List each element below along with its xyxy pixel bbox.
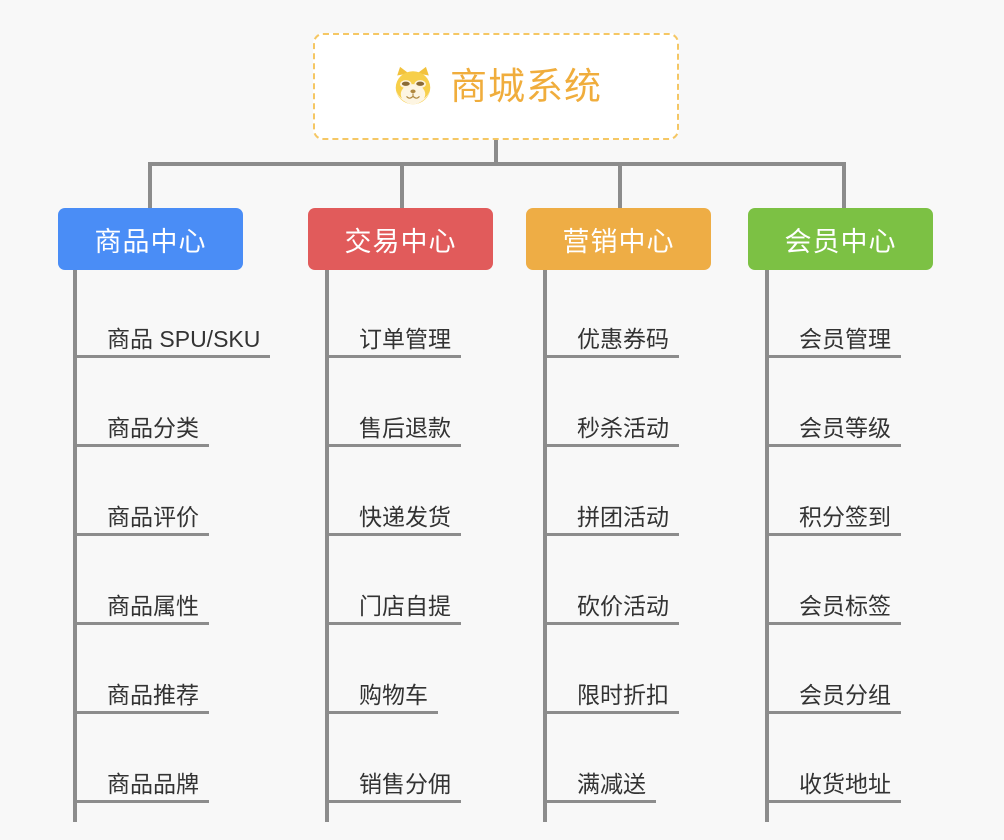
connector-header-stem-4 bbox=[765, 270, 769, 292]
item-label: 会员标签 bbox=[767, 593, 901, 625]
connector-drop-3 bbox=[618, 162, 622, 208]
item-label: 购物车 bbox=[327, 682, 438, 714]
list-item[interactable]: 商品评价 bbox=[75, 492, 209, 536]
item-label: 商品推荐 bbox=[75, 682, 209, 714]
category-header-3-label: 营销中心 bbox=[562, 226, 675, 257]
item-label: 秒杀活动 bbox=[545, 415, 679, 447]
root-node-shopping-mall-system[interactable]: 商城系统 bbox=[313, 33, 679, 140]
connector-horizontal-bus bbox=[148, 162, 846, 166]
category-header-1[interactable]: 商品中心 bbox=[58, 208, 243, 270]
column-stem-1 bbox=[73, 288, 77, 822]
list-item[interactable]: 积分签到 bbox=[767, 492, 901, 536]
item-label: 商品 SPU/SKU bbox=[75, 326, 271, 358]
category-header-2[interactable]: 交易中心 bbox=[308, 208, 493, 270]
connector-drop-1 bbox=[148, 162, 152, 208]
column-stem-4 bbox=[765, 288, 769, 822]
list-item[interactable]: 快递发货 bbox=[327, 492, 461, 536]
list-item[interactable]: 优惠券码 bbox=[545, 314, 679, 358]
item-label: 会员等级 bbox=[767, 415, 901, 447]
list-item[interactable]: 商品品牌 bbox=[75, 759, 209, 803]
list-item[interactable]: 商品分类 bbox=[75, 403, 209, 447]
list-item[interactable]: 销售分佣 bbox=[327, 759, 461, 803]
list-item[interactable]: 订单管理 bbox=[327, 314, 461, 358]
connector-drop-4 bbox=[842, 162, 846, 208]
item-label: 门店自提 bbox=[327, 593, 461, 625]
list-item[interactable]: 秒杀活动 bbox=[545, 403, 679, 447]
category-header-3[interactable]: 营销中心 bbox=[526, 208, 711, 270]
connector-header-stem-2 bbox=[325, 270, 329, 292]
list-item[interactable]: 商品属性 bbox=[75, 581, 209, 625]
connector-root-stem bbox=[494, 140, 498, 164]
item-label: 收货地址 bbox=[767, 771, 901, 803]
list-item[interactable]: 会员标签 bbox=[767, 581, 901, 625]
list-item[interactable]: 会员管理 bbox=[767, 314, 901, 358]
item-label: 商品品牌 bbox=[75, 771, 209, 803]
list-item[interactable]: 满减送 bbox=[545, 759, 656, 803]
item-label: 优惠券码 bbox=[545, 326, 679, 358]
item-label: 会员分组 bbox=[767, 682, 901, 714]
list-item[interactable]: 商品推荐 bbox=[75, 670, 209, 714]
connector-drop-2 bbox=[400, 162, 404, 208]
category-header-2-label: 交易中心 bbox=[344, 226, 457, 257]
connector-header-stem-3 bbox=[543, 270, 547, 292]
category-header-4-label: 会员中心 bbox=[784, 226, 897, 257]
list-item[interactable]: 购物车 bbox=[327, 670, 438, 714]
item-label: 满减送 bbox=[545, 771, 656, 803]
item-label: 商品分类 bbox=[75, 415, 209, 447]
shiba-dog-face-icon bbox=[390, 64, 436, 110]
list-item[interactable]: 砍价活动 bbox=[545, 581, 679, 625]
column-stem-3 bbox=[543, 288, 547, 822]
item-label: 积分签到 bbox=[767, 504, 901, 536]
list-item[interactable]: 会员等级 bbox=[767, 403, 901, 447]
list-item[interactable]: 收货地址 bbox=[767, 759, 901, 803]
item-label: 会员管理 bbox=[767, 326, 901, 358]
list-item[interactable]: 商品 SPU/SKU bbox=[75, 314, 271, 358]
item-label: 商品评价 bbox=[75, 504, 209, 536]
category-header-4[interactable]: 会员中心 bbox=[748, 208, 933, 270]
list-item[interactable]: 售后退款 bbox=[327, 403, 461, 447]
list-item[interactable]: 限时折扣 bbox=[545, 670, 679, 714]
item-label: 快递发货 bbox=[327, 504, 461, 536]
list-item[interactable]: 会员分组 bbox=[767, 670, 901, 714]
root-node-title: 商城系统 bbox=[450, 66, 602, 107]
category-header-1-label: 商品中心 bbox=[94, 226, 207, 257]
list-item[interactable]: 门店自提 bbox=[327, 581, 461, 625]
item-label: 商品属性 bbox=[75, 593, 209, 625]
item-label: 拼团活动 bbox=[545, 504, 679, 536]
item-label: 订单管理 bbox=[327, 326, 461, 358]
item-label: 限时折扣 bbox=[545, 682, 679, 714]
list-item[interactable]: 拼团活动 bbox=[545, 492, 679, 536]
item-label: 销售分佣 bbox=[327, 771, 461, 803]
item-label: 售后退款 bbox=[327, 415, 461, 447]
column-stem-2 bbox=[325, 288, 329, 822]
item-label: 砍价活动 bbox=[545, 593, 679, 625]
connector-header-stem-1 bbox=[73, 270, 77, 292]
